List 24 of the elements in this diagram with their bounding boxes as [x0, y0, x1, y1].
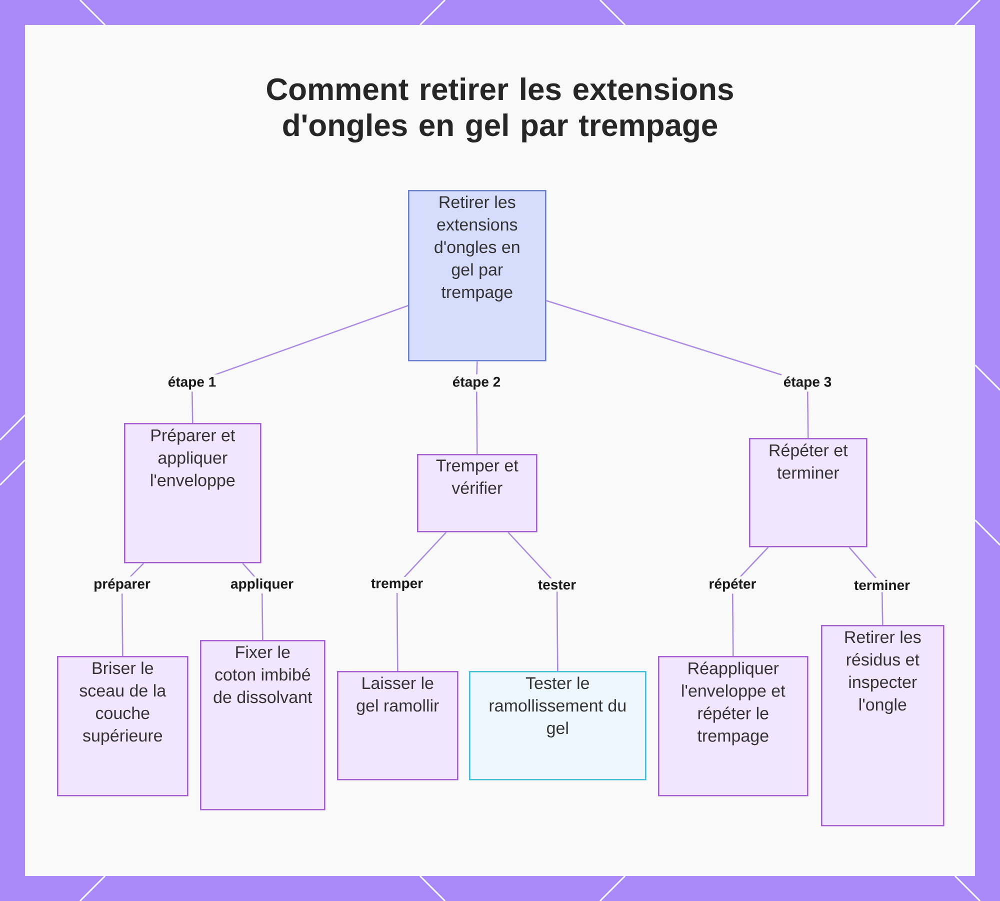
edge-label: tremper	[368, 576, 426, 594]
process-box: Réappliquer l'enveloppe et répéter le trempage	[658, 656, 808, 796]
connector-line	[396, 532, 447, 671]
edge-label: tester	[536, 578, 578, 592]
edge-label: appliquer	[228, 576, 296, 594]
edge-label: étape 2	[450, 374, 503, 392]
edge-label: terminer	[852, 578, 912, 592]
connector-line	[191, 305, 408, 423]
process-box: Retirer les résidus et inspecter l'ongle	[821, 625, 944, 826]
process-box: Tester le ramollissement du gel	[469, 671, 646, 780]
edge-label: préparer	[92, 576, 152, 594]
connector-line	[546, 300, 809, 438]
edge-label: répéter	[706, 576, 758, 594]
process-box: Répéter et terminer	[749, 438, 868, 548]
process-box: Préparer et appliquer l'enveloppe	[124, 423, 262, 564]
process-box: Retirer les extensions d'ongles en gel par trempage	[408, 190, 546, 362]
process-box: Briser le sceau de la couche supérieure	[57, 656, 188, 796]
title: Comment retirer les extensions d'ongles en gel par trempage	[266, 77, 733, 143]
process-box: Tremper et vérifier	[417, 454, 538, 532]
edge-label: étape 3	[781, 374, 834, 392]
process-box: Fixer le coton imbibé de dissolvant	[200, 640, 326, 810]
process-box: Laisser le gel ramollir	[337, 671, 458, 780]
edge-label: étape 1	[166, 374, 218, 392]
connector-line	[508, 532, 558, 671]
